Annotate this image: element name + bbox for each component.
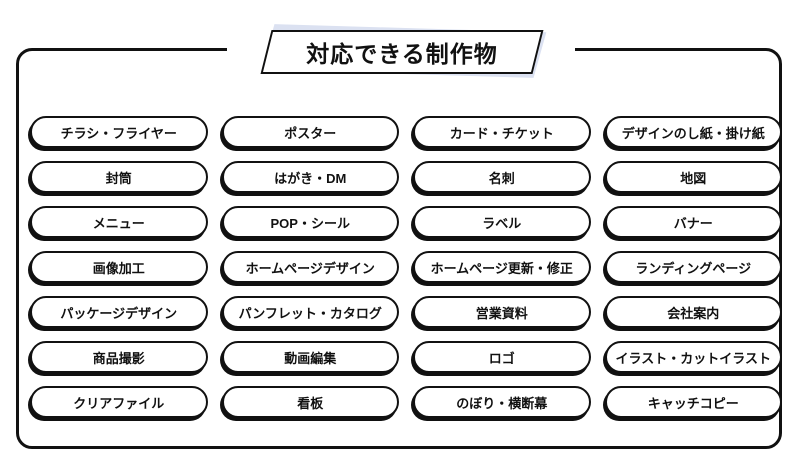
deliverable-pill: 地図: [604, 161, 782, 193]
deliverable-pill: のぼり・横断幕: [413, 386, 591, 418]
deliverable-pill: ポスター: [221, 116, 399, 148]
deliverable-pill: イラスト・カットイラスト: [604, 341, 782, 373]
deliverable-pill: メニュー: [30, 206, 208, 238]
deliverable-pill: 会社案内: [604, 296, 782, 328]
deliverable-pill: パンフレット・カタログ: [221, 296, 399, 328]
deliverable-pill: 商品撮影: [30, 341, 208, 373]
deliverable-pill: ロゴ: [413, 341, 591, 373]
deliverable-pill: ホームページ更新・修正: [413, 251, 591, 283]
deliverable-pill: 動画編集: [221, 341, 399, 373]
deliverable-pill: 封筒: [30, 161, 208, 193]
deliverables-grid: チラシ・フライヤー ポスター カード・チケット デザインのし紙・掛け紙 封筒 は…: [30, 116, 782, 418]
deliverable-pill: はがき・DM: [221, 161, 399, 193]
deliverable-pill: パッケージデザイン: [30, 296, 208, 328]
deliverables-panel-border: [16, 48, 782, 449]
deliverable-pill: チラシ・フライヤー: [30, 116, 208, 148]
deliverable-pill: ランディングページ: [604, 251, 782, 283]
deliverable-pill: キャッチコピー: [604, 386, 782, 418]
deliverable-pill: 営業資料: [413, 296, 591, 328]
section-title: 対応できる制作物: [306, 41, 498, 67]
deliverable-pill: POP・シール: [221, 206, 399, 238]
deliverable-pill: 看板: [221, 386, 399, 418]
deliverable-pill: バナー: [604, 206, 782, 238]
deliverable-pill: 画像加工: [30, 251, 208, 283]
deliverable-pill: クリアファイル: [30, 386, 208, 418]
deliverable-pill: デザインのし紙・掛け紙: [604, 116, 782, 148]
deliverable-pill: ラベル: [413, 206, 591, 238]
deliverable-pill: ホームページデザイン: [221, 251, 399, 283]
deliverable-pill: 名刺: [413, 161, 591, 193]
deliverable-pill: カード・チケット: [413, 116, 591, 148]
